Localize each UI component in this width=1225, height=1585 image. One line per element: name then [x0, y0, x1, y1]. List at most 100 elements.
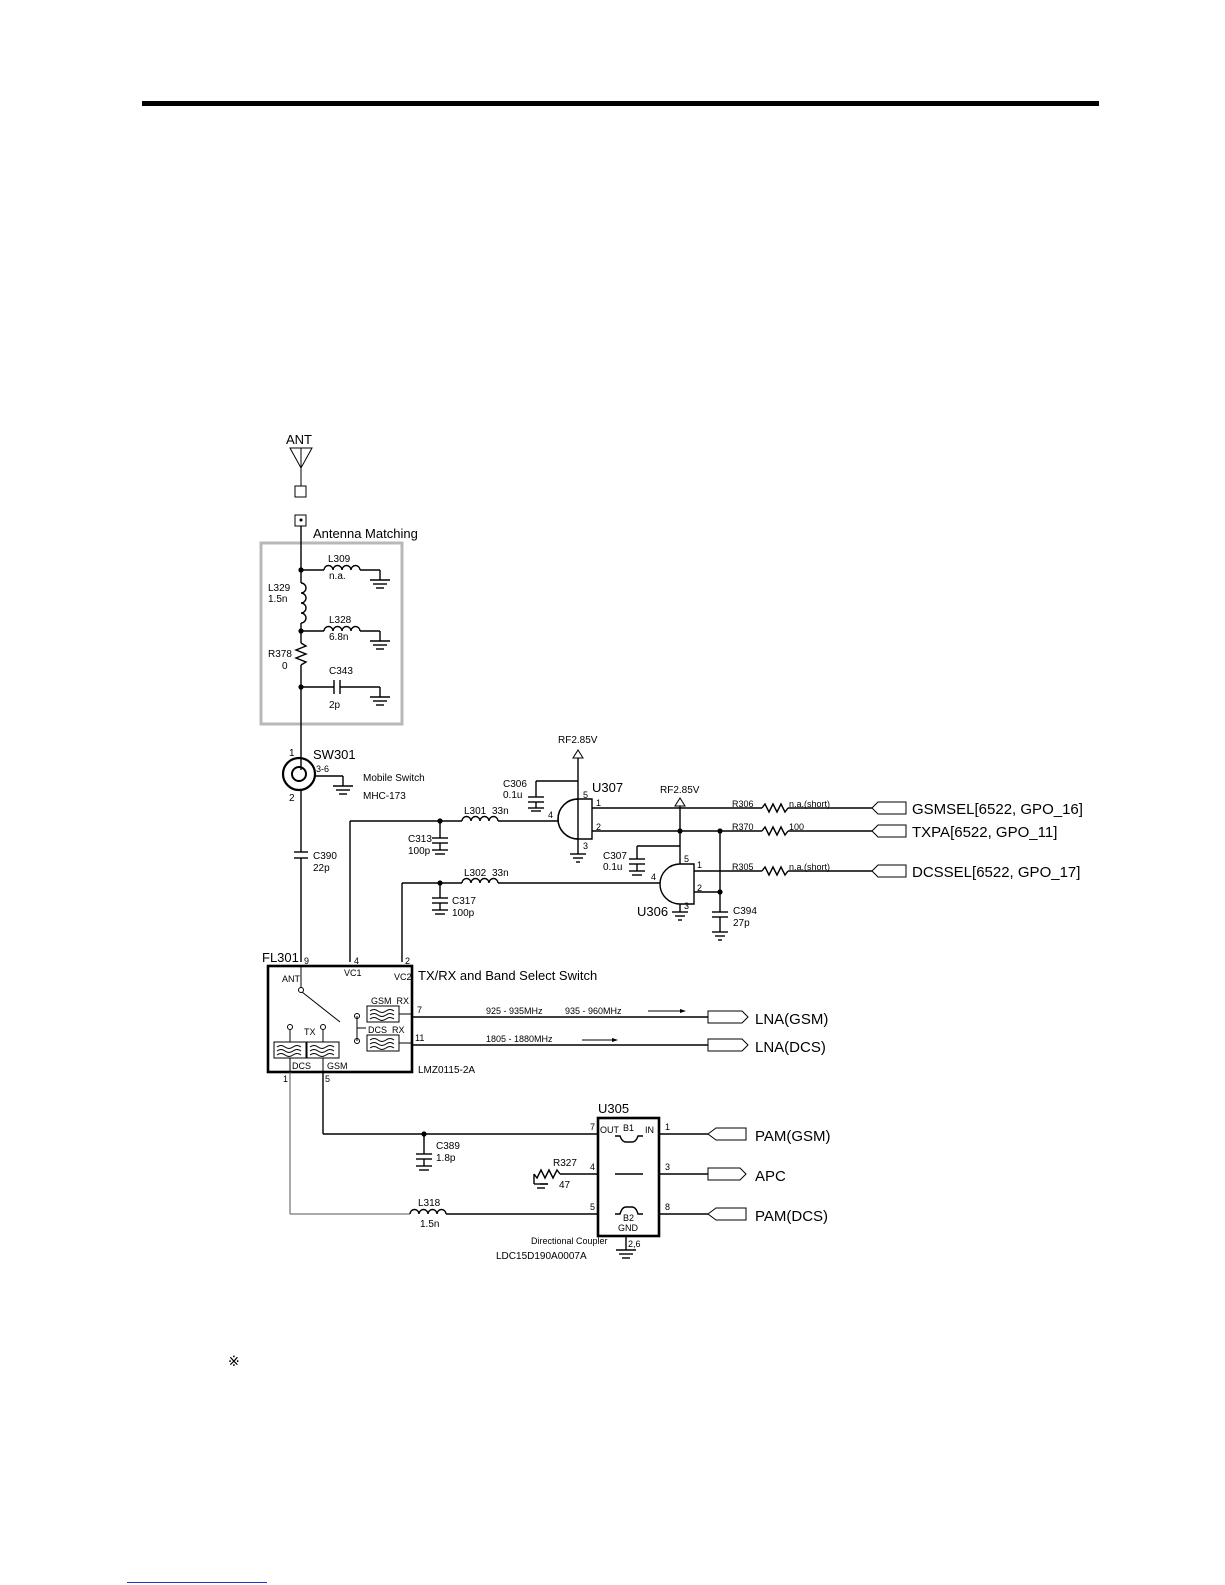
- u306-pin1: 1: [697, 860, 702, 870]
- l328-ref: L328: [329, 615, 352, 626]
- rf-supply-label-1: RF2.85V: [558, 735, 598, 746]
- net-lna-dcs: LNA(DCS): [755, 1039, 826, 1056]
- fl301-pin4: 4: [354, 956, 359, 966]
- fl301-ref: FL301: [262, 950, 299, 965]
- u305-out: OUT: [600, 1125, 620, 1135]
- l318-ref: L318: [418, 1198, 441, 1209]
- u307-pin4: 4: [548, 810, 553, 820]
- fl301-dcs: DCS: [292, 1061, 311, 1071]
- fl301-pin1: 1: [283, 1074, 288, 1084]
- antenna-matching-title: Antenna Matching: [313, 526, 418, 541]
- fl301-pin7: 7: [417, 1005, 422, 1015]
- r327-value: 47: [559, 1180, 571, 1191]
- tx-paths: C389 1.8p L318 1.5n R327 47: [289, 1072, 598, 1230]
- u305-pin8: 8: [665, 1202, 670, 1212]
- u306-ref: U306: [637, 904, 668, 919]
- note-mark: ※: [228, 1354, 240, 1370]
- net-dcssel: DCSSEL[6522, GPO_17]: [912, 864, 1080, 881]
- rx-outputs: 925 - 935MHz 935 - 960MHz 1805 - 1880MHz…: [412, 1006, 828, 1056]
- u306-pin3: 3: [684, 901, 689, 911]
- c317-ref: C317: [452, 896, 476, 907]
- fl301-pin11: 11: [415, 1033, 424, 1043]
- c343-ref: C343: [329, 666, 353, 677]
- u305-pin5: 5: [590, 1202, 595, 1212]
- c313-value: 100p: [408, 846, 431, 857]
- fl301-vc1: VC1: [344, 968, 362, 978]
- freq-gsm-rx1: 925 - 935MHz: [486, 1006, 543, 1016]
- u305-pin7: 7: [590, 1122, 595, 1132]
- sw301-pin1: 1: [289, 748, 295, 759]
- r378-ref: R378: [268, 649, 292, 660]
- u306-and-gate: U306 5 1 2 4 3 R305 n.a.(short) C: [637, 831, 872, 941]
- net-gsmsel: GSMSEL[6522, GPO_16]: [912, 801, 1083, 818]
- sw301-ref: SW301: [313, 747, 356, 762]
- l329-ref: L329: [268, 583, 291, 594]
- net-flags-control: GSMSEL[6522, GPO_16] TXPA[6522, GPO_11] …: [871, 801, 1083, 881]
- u305-pin1: 1: [665, 1122, 670, 1132]
- freq-gsm-rx2: 935 - 960MHz: [565, 1006, 622, 1016]
- u305-pin4: 4: [590, 1162, 595, 1172]
- l301-value: 33n: [492, 806, 509, 817]
- u305-pin26: 2,6: [628, 1239, 641, 1249]
- c389-ref: C389: [436, 1141, 460, 1152]
- rf-supply-u307: RF2.85V C306 0.1u: [503, 735, 598, 812]
- fl301-switch-module: FL301 TX/RX and Band Select Switch LMZ01…: [262, 950, 597, 1084]
- fl301-pin5: 5: [325, 1074, 330, 1084]
- u306-pin5: 5: [684, 854, 689, 864]
- u307-and-gate: U307 5 1 2 4 3: [548, 780, 623, 863]
- r327-ref: R327: [553, 1158, 577, 1169]
- fl301-title: TX/RX and Band Select Switch: [418, 968, 597, 983]
- r305-value: n.a.(short): [789, 862, 830, 872]
- r370-value: 100: [789, 822, 804, 832]
- sw301-mobile-switch: 1 2 3-6 SW301 Mobile Switch MHC-173 C390…: [281, 747, 425, 962]
- footer-rule: [127, 1582, 267, 1583]
- fl301-pin9: 9: [304, 956, 309, 966]
- u305-gnd: GND: [618, 1223, 639, 1233]
- c389-value: 1.8p: [436, 1153, 456, 1164]
- antenna-matching-block: Antenna Matching L309 n.a. L329 1.5n: [259, 526, 418, 770]
- u306-pin2: 2: [697, 883, 702, 893]
- r370-ref: R370: [732, 822, 754, 832]
- u305-desc: Directional Coupler: [531, 1236, 608, 1246]
- c317-value: 100p: [452, 908, 475, 919]
- fl301-part: LMZ0115-2A: [418, 1065, 475, 1076]
- l302-value: 33n: [492, 868, 509, 879]
- sw301-pin2: 2: [289, 793, 295, 804]
- sw301-desc1: Mobile Switch: [363, 773, 425, 784]
- fl301-pin2: 2: [405, 956, 410, 966]
- net-pam-dcs: PAM(DCS): [755, 1208, 828, 1225]
- vc2-control-path: L302 33n C317 100p: [401, 868, 660, 962]
- l318-value: 1.5n: [420, 1219, 439, 1230]
- l301-ref: L301: [464, 806, 487, 817]
- c306-ref: C306: [503, 779, 527, 790]
- r306-ref: R306: [732, 799, 754, 809]
- ant-label: ANT: [286, 432, 312, 447]
- l309-value: n.a.: [329, 571, 346, 582]
- r306-value: n.a.(short): [789, 799, 830, 809]
- net-txpa: TXPA[6522, GPO_11]: [912, 824, 1057, 841]
- l309-ref: L309: [328, 554, 351, 565]
- sw301-desc2: MHC-173: [363, 791, 406, 802]
- u305-part: LDC15D190A0007A: [496, 1251, 587, 1262]
- u307-pin3: 3: [583, 841, 588, 851]
- vc1-control-path: L301 33n C313 100p: [349, 806, 558, 962]
- c343-value: 2p: [329, 700, 341, 711]
- net-pam-gsm: PAM(GSM): [755, 1128, 831, 1145]
- fl301-gsm: GSM: [327, 1061, 348, 1071]
- u307-pin5: 5: [583, 790, 588, 800]
- freq-dcs-rx: 1805 - 1880MHz: [486, 1034, 553, 1044]
- c307-ref: C307: [603, 851, 627, 862]
- rf-supply-u306: RF2.85V C307 0.1u: [603, 785, 700, 876]
- l329-value: 1.5n: [268, 594, 287, 605]
- u307-ref: U307: [592, 780, 623, 795]
- c394-value: 27p: [733, 918, 750, 929]
- rf-supply-label-2: RF2.85V: [660, 785, 700, 796]
- c307-value: 0.1u: [603, 862, 622, 873]
- l328-value: 6.8n: [329, 632, 348, 643]
- u305-pin3: 3: [665, 1162, 670, 1172]
- u305-in: IN: [645, 1125, 654, 1135]
- u306-pin4: 4: [651, 872, 656, 882]
- net-apc: APC: [755, 1168, 786, 1185]
